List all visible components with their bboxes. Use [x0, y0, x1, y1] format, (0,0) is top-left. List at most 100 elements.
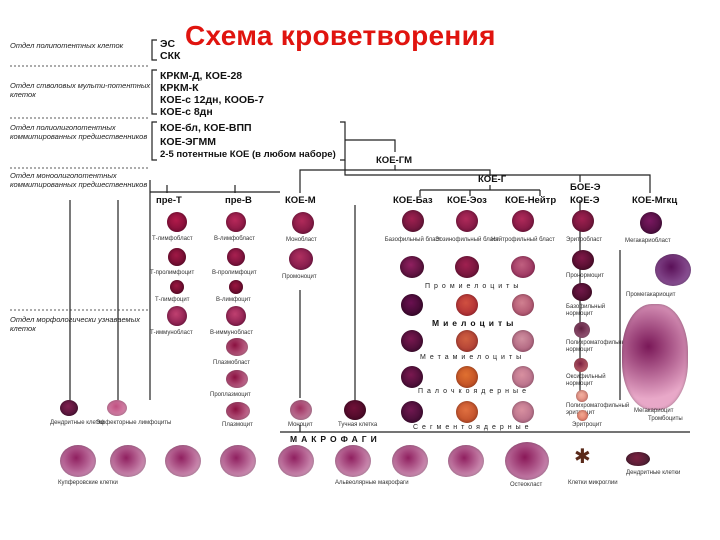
plasmocyte-label: Плазмоцит — [222, 422, 253, 428]
kupffer-label: Купферовские клетки — [58, 480, 118, 486]
eos-blast-cell — [456, 210, 478, 232]
neut-blast-cell — [512, 210, 534, 232]
band-stab: Палочкоядерные — [418, 388, 530, 395]
band-segmented: Сегментоядерные — [413, 424, 533, 431]
t-immunoblast-cell — [167, 306, 187, 326]
band-promyelocytes: Промиелоциты — [425, 283, 523, 290]
oxy-normocyte-label: Оксифильный нормоцит — [566, 374, 606, 387]
eos-segmented-cell — [456, 401, 478, 423]
dendritic2-cell — [626, 452, 650, 466]
macrophage-cell-1 — [110, 445, 146, 477]
poly-erythrocyte-label: Полихроматофильный эритроцит — [566, 403, 630, 416]
poly-erythrocyte-cell — [576, 390, 588, 402]
effector-lymph-label: Эффекторные лимфоциты — [96, 420, 172, 426]
section-stem: Отдел стволовых мульти-потентных клеток — [10, 81, 151, 99]
promegakaryocyte-cell — [655, 254, 691, 286]
promegakaryocyte-label: Промегакариоцит — [626, 292, 676, 298]
dendritic-label: Дендритные клетки — [50, 420, 105, 426]
proplasmocyte-cell — [226, 370, 248, 388]
megakaryoblast-label: Мегакариобласт — [625, 238, 671, 244]
baso-normocyte-label: Базофильный нормоцит — [566, 304, 606, 317]
oxy-normocyte-cell — [574, 358, 588, 372]
t-immunoblast-label: Т-иммунобласт — [150, 330, 193, 336]
level-koe-egmm: КОЕ-ЭГММ — [160, 136, 216, 148]
band-myelocytes: Миелоциты — [432, 318, 518, 328]
thrombocytes-label: Тромбоциты — [648, 416, 683, 422]
level-krkm-k: КРКМ-К — [160, 82, 199, 94]
baso-band-cell — [401, 366, 423, 388]
erythrocyte-cell — [577, 410, 588, 421]
baso-blast-cell — [402, 210, 424, 232]
neut-band-cell — [512, 366, 534, 388]
macrophage-cell-6 — [448, 445, 484, 477]
plasmoblast-label: Плазмобласт — [213, 360, 251, 366]
macrophage-cell-4 — [278, 445, 314, 477]
node-pre-b: пре-В — [225, 195, 252, 206]
neut-blast-label: Нейтрофильный бласт — [491, 237, 555, 243]
level-krkm-d: КРКМ-Д, КОЕ-28 — [160, 70, 243, 82]
b-lymph-cell — [229, 280, 243, 294]
node-koe-gm: КОЕ-ГМ — [376, 155, 412, 166]
monocyte-label: Моноцит — [288, 422, 313, 428]
node-koe-mgkc: КОЕ-Мгкц — [632, 195, 678, 206]
poly-normocyte-label: Полихроматофильный нормоцит — [566, 340, 630, 353]
megakaryocyte-cell — [622, 304, 688, 410]
node-koe-neitr: КОЕ-Нейтр — [505, 195, 557, 206]
alveolar-cell — [335, 445, 371, 477]
monoblast-cell — [292, 212, 314, 234]
baso-myelocyte-cell — [401, 294, 423, 316]
level-koe-s8: КОЕ-с 8дн — [160, 106, 213, 118]
b-lymph-label: В-лимфоцит — [216, 297, 251, 303]
eos-metamyelocyte-cell — [456, 330, 478, 352]
osteoclast-cell — [505, 442, 549, 480]
b-lymphoblast-cell — [226, 212, 246, 232]
page-title: Схема кроветворения — [185, 20, 496, 51]
eos-myelocyte-cell — [456, 294, 478, 316]
b-immunoblast-cell — [226, 306, 246, 326]
t-prolymph-label: Т-пролимфоцит — [150, 270, 195, 276]
section-polyoligo: Отдел полиолигопотентных коммитированных… — [10, 123, 148, 141]
baso-normocyte-cell — [572, 283, 592, 301]
level-skk: СКК — [160, 50, 181, 62]
microglia-icon: ✱ — [574, 446, 591, 468]
promonocyte-cell — [289, 248, 313, 270]
plasmoblast-cell — [226, 338, 248, 356]
section-morphological: Отдел морфологически узнаваемых клеток — [10, 315, 140, 333]
dendritic2-label: Дендритные клетки — [626, 470, 681, 476]
eos-promyelocyte-cell — [455, 256, 479, 278]
eos-blast-label: Эозинофильный бласт — [435, 237, 499, 243]
plasmocyte-cell — [226, 402, 250, 420]
megakaryocyte-label: Мегакариоцит — [634, 408, 674, 414]
node-koe-e: КОЕ-Э — [570, 195, 600, 206]
section-monooligo: Отдел моноолигопотентных коммитированных… — [10, 171, 148, 189]
promonocyte-label: Промоноцит — [282, 274, 317, 280]
neut-myelocyte-cell — [512, 294, 534, 316]
monoblast-label: Монобласт — [286, 237, 317, 243]
band-macrophages: МАКРОФАГИ — [290, 434, 381, 444]
baso-blast-label: Базофильный бласт — [384, 237, 442, 243]
node-boe-e: БОЕ-Э — [570, 182, 601, 193]
mast-cell — [344, 400, 366, 420]
neut-metamyelocyte-cell — [512, 330, 534, 352]
alveolar-label: Альвеолярные макрофаги — [335, 480, 409, 486]
kupffer-cell — [60, 445, 96, 477]
macrophage-cell-5 — [392, 445, 428, 477]
microglia-label: Клетки микроглии — [568, 480, 618, 486]
level-es: ЭС — [160, 38, 176, 50]
mast-label: Тучная клетка — [338, 422, 378, 428]
level-koe-s12: КОЕ-с 12дн, КООБ-7 — [160, 94, 264, 106]
megakaryoblast-cell — [640, 212, 662, 234]
poly-normocyte-cell — [574, 322, 590, 338]
pronormocyte-label: Пронормоцит — [566, 273, 604, 279]
node-koe-m: КОЕ-М — [285, 195, 316, 206]
node-koe-eoz: КОЕ-Эоз — [447, 195, 487, 206]
baso-segmented-cell — [401, 401, 423, 423]
pronormocyte-cell — [572, 250, 594, 270]
t-lymphoblast-label: Т-лимфобласт — [152, 236, 193, 242]
monocyte-cell — [290, 400, 312, 420]
b-lymphoblast-label: В-лимфобласт — [214, 236, 256, 242]
macrophage-cell-3 — [220, 445, 256, 477]
band-metamyelocytes: Метамиелоциты — [420, 354, 526, 361]
erythroblast-cell — [572, 210, 594, 232]
